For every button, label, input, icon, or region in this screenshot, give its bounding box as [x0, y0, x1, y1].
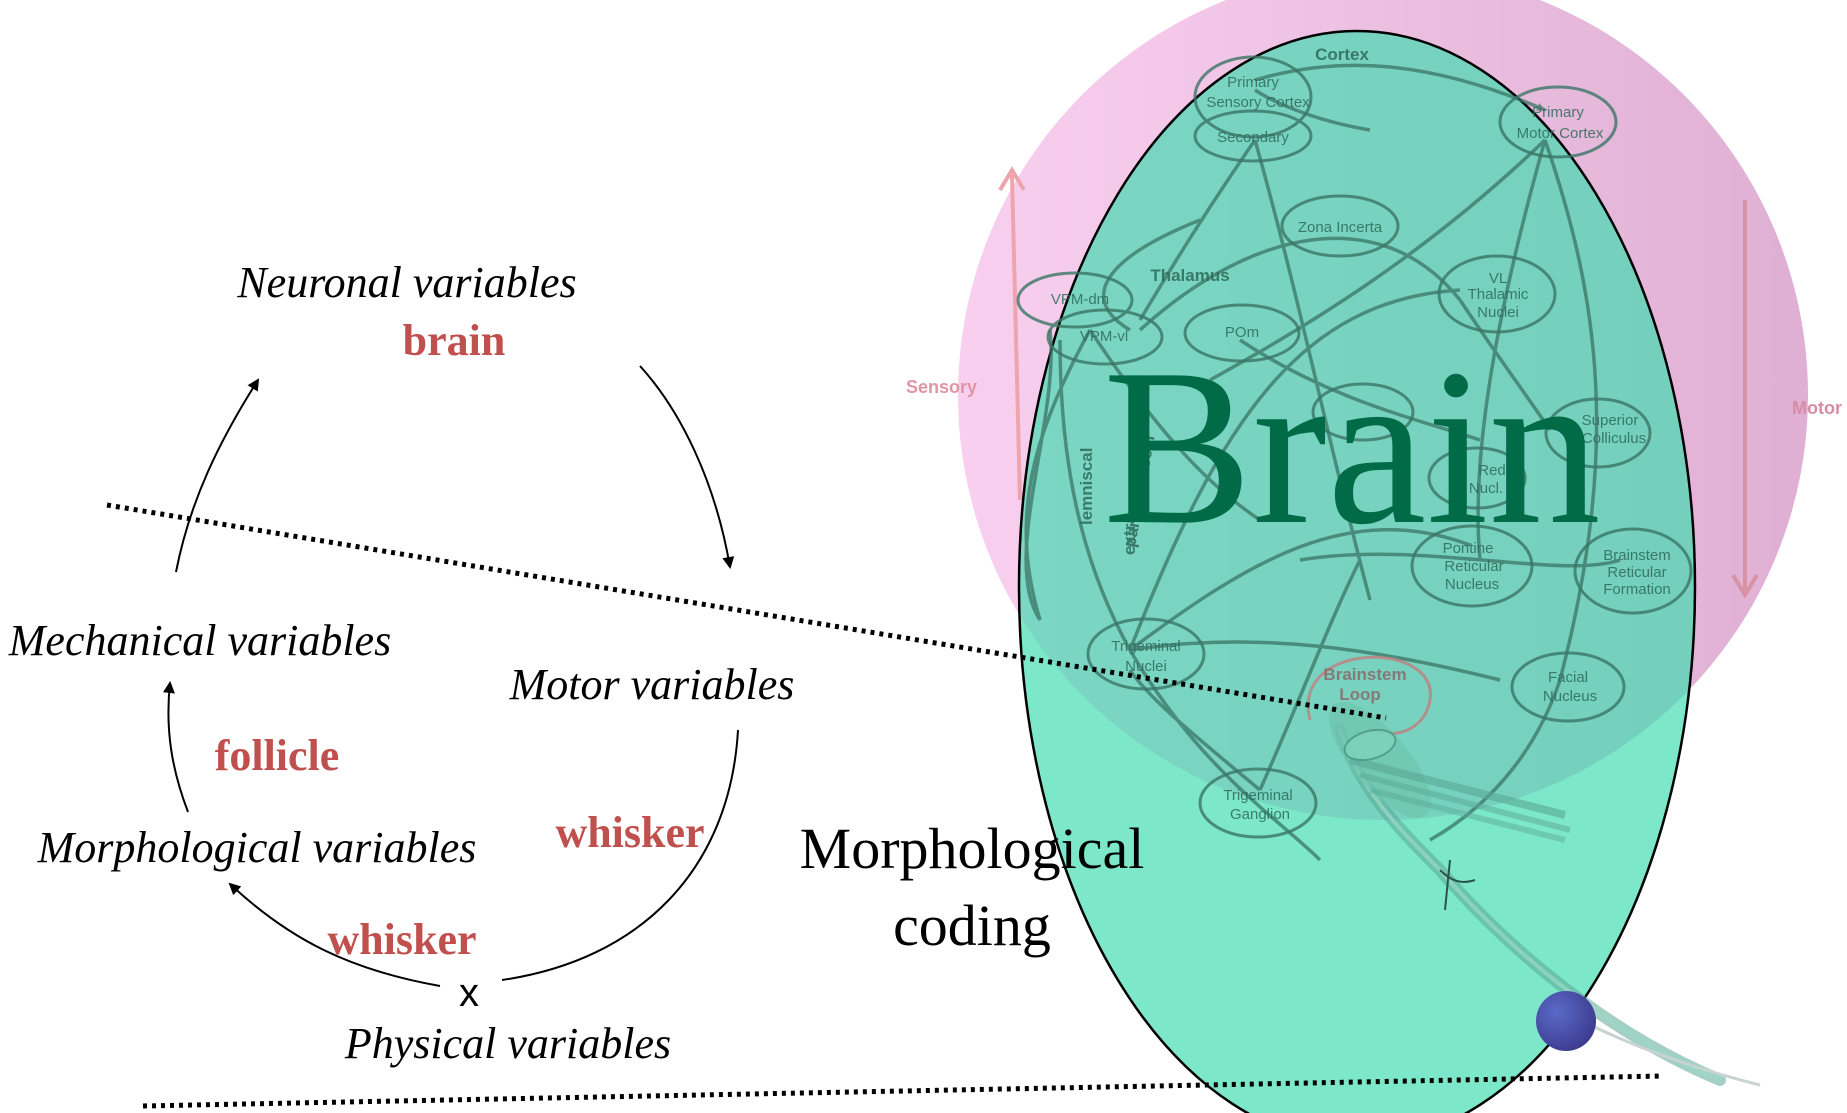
svg-text:Thalamus: Thalamus: [1150, 266, 1229, 285]
svg-text:Nuclei: Nuclei: [1477, 304, 1519, 321]
svg-text:Formation: Formation: [1603, 581, 1671, 598]
svg-text:Brainstem: Brainstem: [1603, 547, 1671, 564]
svg-text:Motor Cortex: Motor Cortex: [1517, 125, 1604, 142]
motor-variables-label: Motor variables: [509, 660, 795, 709]
svg-text:Primary: Primary: [1227, 74, 1279, 91]
svg-text:Zona Incerta: Zona Incerta: [1298, 219, 1383, 236]
svg-text:Brainstem: Brainstem: [1323, 665, 1406, 684]
svg-text:Reticular: Reticular: [1607, 564, 1666, 581]
svg-text:Trigeminal: Trigeminal: [1111, 638, 1180, 655]
teal-ellipse: [1019, 31, 1695, 1113]
morphological-coding-line2: coding: [893, 893, 1051, 958]
svg-text:Secondary: Secondary: [1217, 129, 1289, 146]
sensory-label: Sensory: [906, 377, 977, 397]
neuronal-variables-label: Neuronal variables: [236, 258, 576, 307]
cycle-diagram: Neuronal variables brain Mechanical vari…: [8, 258, 795, 1068]
mechanical-variables-label: Mechanical variables: [8, 616, 391, 665]
svg-text:Nucleus: Nucleus: [1445, 576, 1499, 593]
arrow-neuronal-to-motor: [640, 366, 730, 567]
follicle-label: follicle: [215, 731, 340, 780]
svg-text:Ganglion: Ganglion: [1230, 806, 1290, 823]
svg-text:Nuclei: Nuclei: [1125, 658, 1167, 675]
svg-text:Sensory Cortex: Sensory Cortex: [1206, 94, 1310, 111]
physical-variables-label: Physical variables: [344, 1019, 671, 1068]
motor-label: Motor: [1792, 398, 1842, 418]
whisker-label-right: whisker: [555, 808, 704, 857]
svg-text:Facial: Facial: [1548, 669, 1588, 686]
svg-text:Nucleus: Nucleus: [1543, 688, 1597, 705]
physical-point-marker: x: [459, 971, 479, 1015]
whisker-label-bottom: whisker: [327, 915, 476, 964]
arrow-morphological-to-mechanical: [168, 683, 188, 812]
morphological-coding-line1: Morphological: [800, 816, 1145, 881]
svg-text:lemniscal: lemniscal: [1077, 448, 1096, 526]
svg-text:Primary: Primary: [1532, 104, 1584, 121]
svg-text:Cortex: Cortex: [1315, 45, 1369, 64]
svg-text:Trigeminal: Trigeminal: [1223, 787, 1292, 804]
contact-point-dot: [1536, 991, 1596, 1051]
brain-title: Brain: [1103, 323, 1601, 571]
svg-text:VPM-dm: VPM-dm: [1051, 291, 1109, 308]
arrow-mechanical-to-neuronal: [176, 380, 258, 572]
morphological-variables-label: Morphological variables: [37, 823, 477, 872]
svg-text:VL: VL: [1489, 270, 1507, 287]
svg-text:Thalamic: Thalamic: [1468, 286, 1529, 303]
svg-text:Loop: Loop: [1339, 685, 1381, 704]
brain-label: brain: [403, 316, 506, 365]
